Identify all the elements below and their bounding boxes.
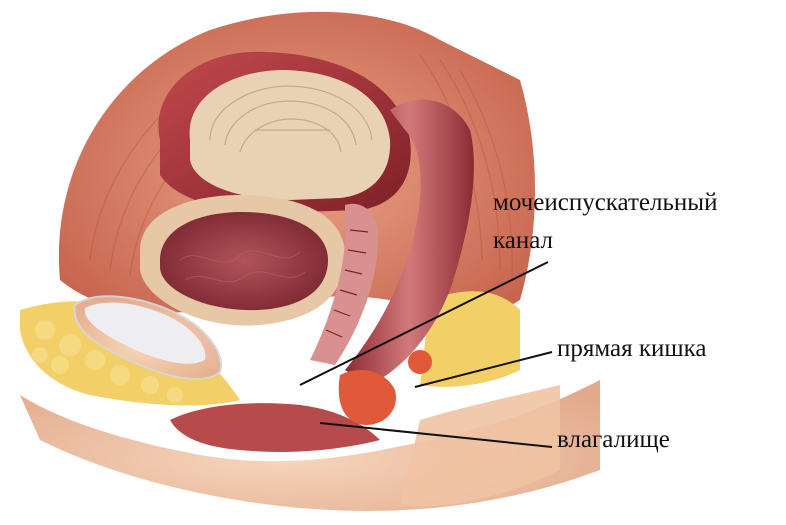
label-vagina: влагалище xyxy=(557,425,670,455)
rectal-tissue-node xyxy=(408,350,432,374)
anal-sphincter xyxy=(339,370,396,425)
bladder-lumen xyxy=(160,212,328,310)
label-urethra-line1: мочеиспускательный xyxy=(493,188,717,218)
label-rectum: прямая кишка xyxy=(557,334,707,364)
label-urethra-line2: канал xyxy=(493,226,553,256)
